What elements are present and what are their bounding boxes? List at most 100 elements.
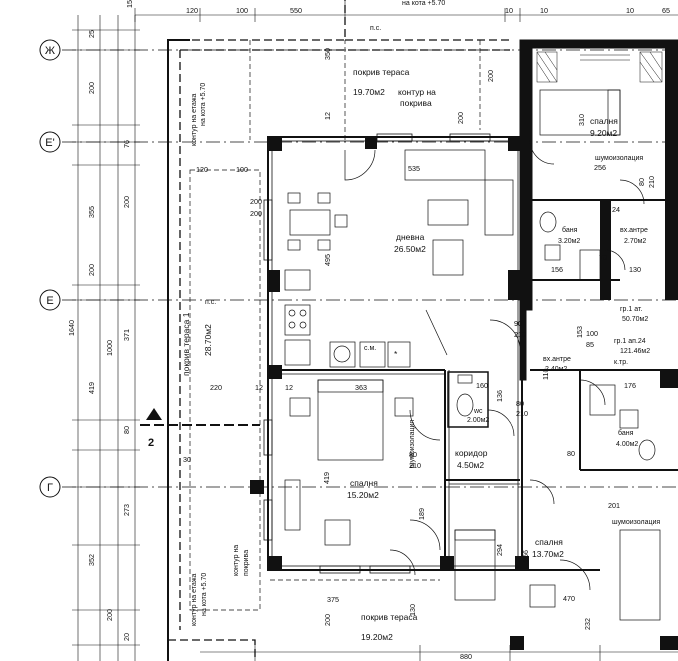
room-entry-a-name: вх.антре xyxy=(543,356,571,363)
room-bath-d-area: 4.00м2 xyxy=(616,441,638,448)
note-roof-contour-left: контур на xyxy=(233,545,240,576)
dim-210-d: 210 xyxy=(409,461,421,470)
dim-355: 355 xyxy=(87,206,96,218)
dim-top-10a: 10 xyxy=(505,6,513,15)
room-wc-area: 2.00м2 xyxy=(467,417,489,424)
room-entry-a-area: 2.40м2 xyxy=(545,366,567,373)
room-bedroom-b-area: 13.70м2 xyxy=(532,549,564,559)
room-terrace-left: покрив тераса 1 xyxy=(181,312,191,376)
dim-130-r: 130 xyxy=(629,265,641,274)
dim-352: 352 xyxy=(87,554,96,566)
dim-363: 363 xyxy=(355,383,367,392)
doors xyxy=(344,139,645,591)
dim-419: 419 xyxy=(87,382,96,394)
dim-1640: 1640 xyxy=(67,320,76,336)
dim-189: 189 xyxy=(417,508,426,520)
dim-310: 310 xyxy=(577,114,586,126)
room-bath-c-area: 3.20м2 xyxy=(558,238,580,245)
dim-153: 153 xyxy=(575,326,584,338)
dim-top-65: 65 xyxy=(662,6,670,15)
room-living-name: дневна xyxy=(396,232,425,242)
room-entry-c-area: 2.70м2 xyxy=(624,238,646,245)
axis-label-e: Е xyxy=(46,295,53,307)
room-corridor-area: 4.50м2 xyxy=(457,460,484,470)
note-noise-1: шумоизолация xyxy=(595,155,643,162)
star-symbol: * xyxy=(394,349,398,359)
windows xyxy=(263,133,491,574)
dim-160: 160 xyxy=(476,381,488,390)
axis-label-zh: Ж xyxy=(45,45,55,57)
room-terrace-bottom-area: 19.20м2 xyxy=(361,632,393,642)
note-noise-3: шумоизолация xyxy=(612,519,660,526)
dim-210-b: 210 xyxy=(516,409,528,418)
note-contour-floor-bottom: контур на етажа xyxy=(191,573,198,626)
dim-273: 273 xyxy=(122,504,131,516)
top-dimension-lines xyxy=(134,0,678,22)
dim-25: 25 xyxy=(87,30,96,38)
left-dimension-lines xyxy=(72,15,140,661)
dim-20: 20 xyxy=(122,633,131,641)
dim-100-r: 100 xyxy=(586,329,598,338)
dim-535: 535 xyxy=(408,164,420,173)
dim-201: 201 xyxy=(608,501,620,510)
note-level-top: на кота +5.70 xyxy=(200,83,207,126)
dim-176: 176 xyxy=(624,381,636,390)
axis-markers xyxy=(39,39,678,498)
dim-495: 495 xyxy=(323,254,332,266)
room-bedroom-c-name: спалня xyxy=(590,116,618,126)
dim-top-10b: 10 xyxy=(540,6,548,15)
room-group1b-name: гр.1 ап.24 xyxy=(614,338,646,345)
roof-contour-dashed xyxy=(167,0,510,661)
dim-12-i2: 12 xyxy=(255,383,263,392)
axis-label-g: Г xyxy=(47,482,53,494)
dim-85: 85 xyxy=(586,340,594,349)
dim-200-i2: 200 xyxy=(456,112,465,124)
dim-470: 470 xyxy=(563,594,575,603)
dim-80-d: 80 xyxy=(637,178,646,186)
dim-200-i1: 200 xyxy=(486,70,495,82)
room-living-area: 26.50м2 xyxy=(394,244,426,254)
note-contour-floor-top: контур на етажа xyxy=(191,93,198,146)
dim-256: 256 xyxy=(594,163,606,172)
note-cm: с.м. xyxy=(364,345,376,352)
dim-220: 220 xyxy=(210,383,222,392)
dim-200d: 200 xyxy=(105,609,114,621)
dim-1000: 1000 xyxy=(105,340,114,356)
note-roof-contour-left-2: покрива xyxy=(243,550,250,576)
dim-210-a: 210 xyxy=(514,330,526,339)
dim-top-100: 100 xyxy=(236,6,248,15)
room-bath-d-name: баня xyxy=(618,429,634,437)
dim-200-i3: 200 xyxy=(250,197,262,206)
room-tr: к.тр. xyxy=(614,359,628,366)
dim-200-i4: 200 xyxy=(250,209,262,218)
room-bedroom-b-name: спалня xyxy=(535,537,563,547)
dim-266: 266 xyxy=(521,550,530,562)
room-bath-c-name: баня xyxy=(562,226,578,234)
room-group1-area: 50.70м2 xyxy=(622,316,648,323)
dim-76: 76 xyxy=(122,140,131,148)
dim-12-i3: 12 xyxy=(285,383,293,392)
dim-top-120: 120 xyxy=(186,6,198,15)
dim-130: 130 xyxy=(408,604,417,616)
dim-90: 90 xyxy=(514,319,522,328)
dim-880: 880 xyxy=(460,652,472,661)
dim-top-10c: 10 xyxy=(626,6,634,15)
furniture xyxy=(284,89,661,621)
dim-200c: 200 xyxy=(87,264,96,276)
room-terrace-top-name: покрив тераса xyxy=(353,67,410,77)
dim-100: 100 xyxy=(236,165,248,174)
dim-80-e: 80 xyxy=(567,449,575,458)
note-ps-2: п.с. xyxy=(205,299,216,306)
dim-120: 120 xyxy=(196,165,208,174)
axis-label-e1: Е' xyxy=(45,137,54,149)
section-label: 2 xyxy=(148,437,154,449)
room-group1-name: гр.1 ат. xyxy=(620,306,642,313)
dim-232: 232 xyxy=(583,618,592,630)
room-bedroom-a-name: спалня xyxy=(350,478,378,488)
room-bedroom-c-area: 9.20м2 xyxy=(590,128,617,138)
bottom-dimension-line xyxy=(200,645,678,661)
dim-375: 375 xyxy=(327,595,339,604)
room-corridor-name: коридор xyxy=(455,448,488,458)
dim-371: 371 xyxy=(122,329,131,341)
